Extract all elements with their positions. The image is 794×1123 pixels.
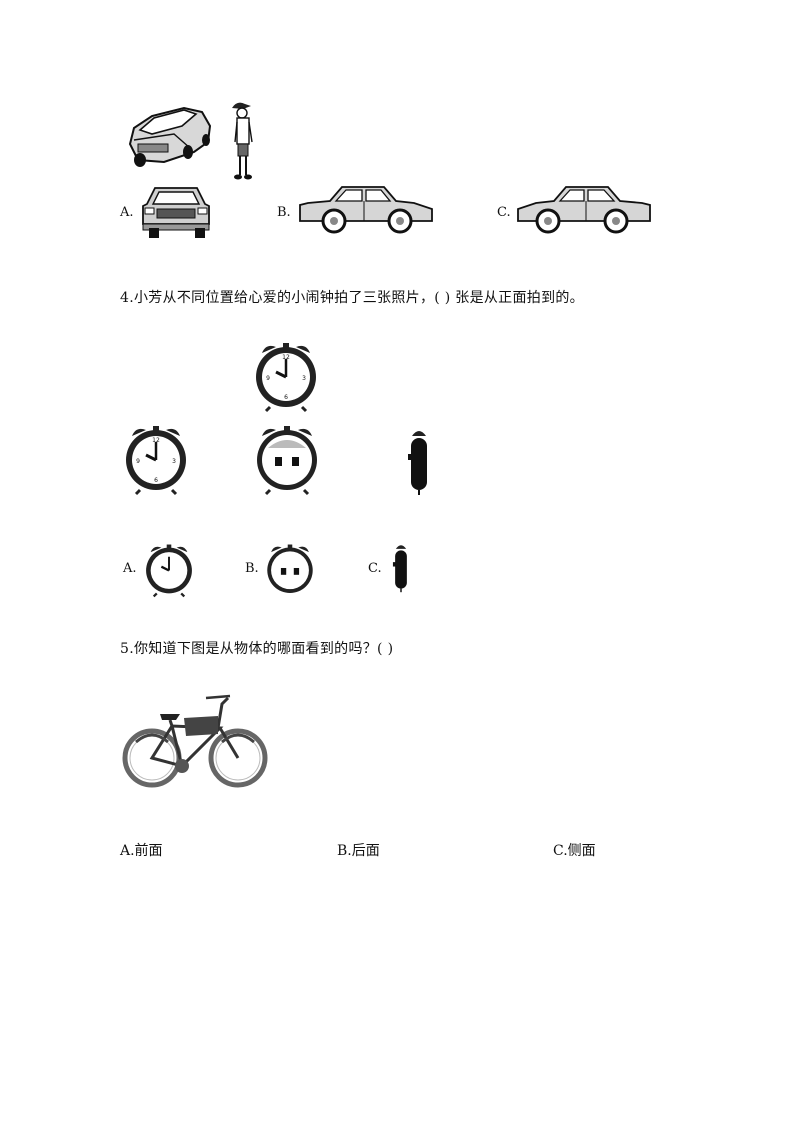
question-5-text: 5.你知道下图是从物体的哪面看到的吗？( ) [120,641,394,657]
car-option-b-label: B. [277,205,291,220]
question-4-text: 4.小芳从不同位置给心爱的小闹钟拍了三张照片，( ) 张是从正面拍到的。 [120,290,584,306]
svg-text:6: 6 [154,477,158,484]
svg-text:12: 12 [282,354,290,361]
svg-text:9: 9 [266,375,270,382]
boy-figure-image [232,102,253,180]
q4-option-a-clock-front-image[interactable] [143,543,195,598]
q5-option-c[interactable]: C.侧面 [553,843,596,859]
car-side-view-b-image[interactable] [296,183,436,237]
q4-option-b-clock-back-image[interactable] [265,543,315,596]
clock-back-view-image [257,426,317,496]
q5-option-a[interactable]: A.前面 [120,843,163,859]
car-perspective-image [128,106,212,167]
clock-front-view-top-image: 12 3 6 9 [256,343,316,413]
svg-text:12: 12 [152,437,160,444]
q4-option-a-label: A. [123,561,137,576]
q4-option-c-clock-side-image[interactable] [390,543,412,593]
car-option-a-label: A. [120,205,134,220]
q4-option-b-label: B. [245,561,259,576]
car-option-c-label: C. [497,205,511,220]
svg-text:9: 9 [136,458,140,465]
q5-option-b[interactable]: B.后面 [337,843,380,859]
clock-front-view-left-image: 12 3 6 9 [126,426,186,496]
bicycle-side-view-image [122,694,268,788]
svg-text:6: 6 [284,394,288,401]
svg-text:3: 3 [172,458,176,465]
car-side-view-c-image[interactable] [514,183,654,237]
svg-text:3: 3 [302,375,306,382]
clock-side-view-image [408,431,427,495]
car-front-view-image[interactable] [139,184,213,240]
q4-option-c-label: C. [368,561,382,576]
